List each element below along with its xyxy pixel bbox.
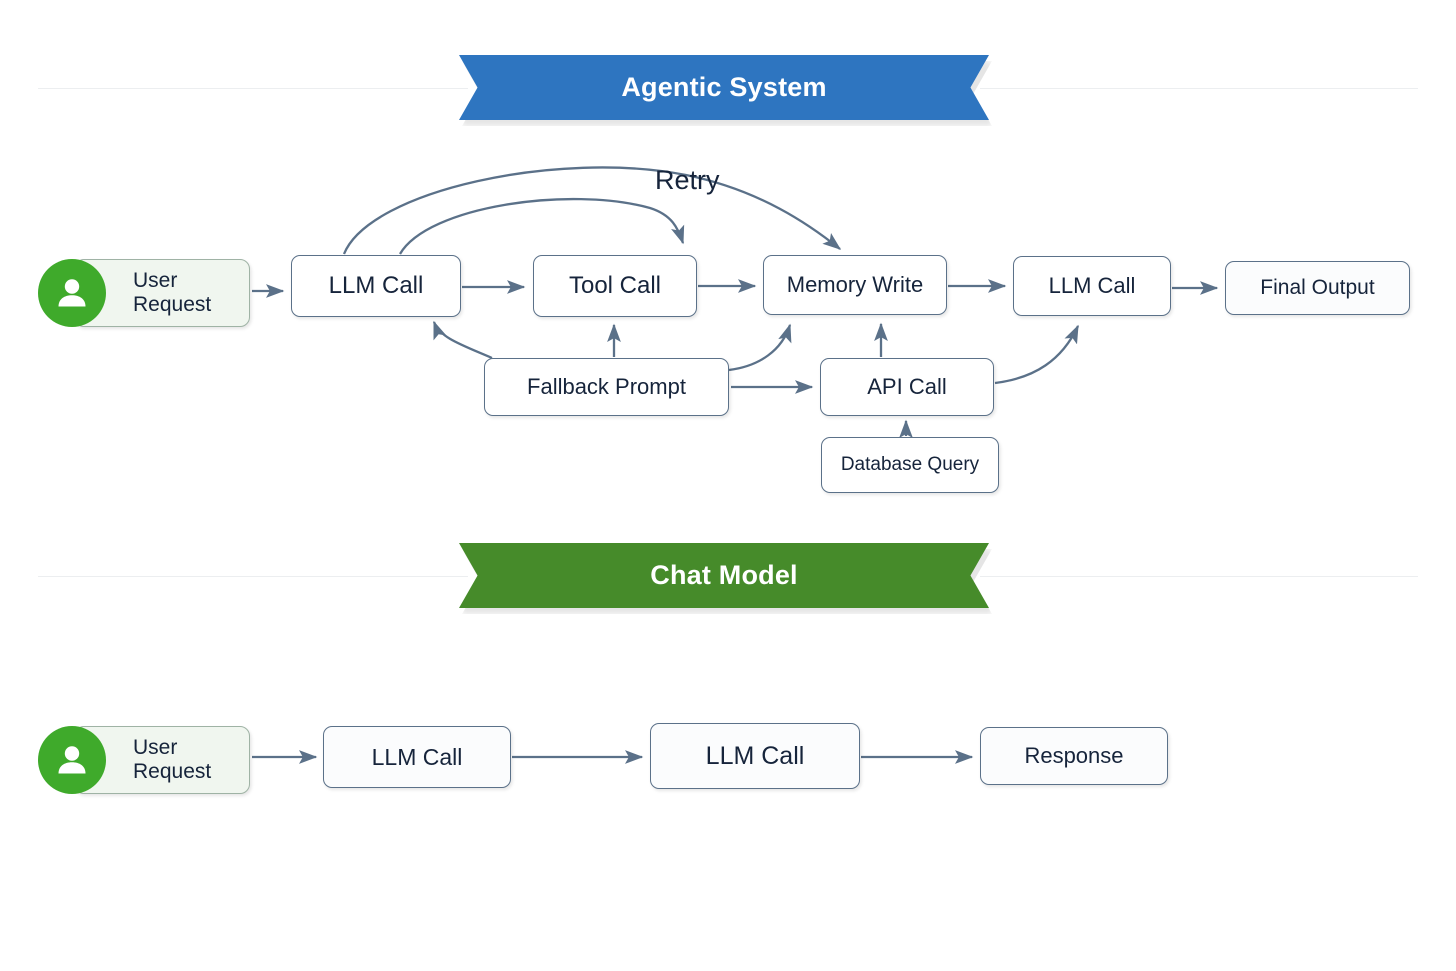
node-chat-llm-call-2[interactable]: LLM Call (650, 723, 860, 789)
node-tool-call[interactable]: Tool Call (533, 255, 697, 317)
node-chat-response-label: Response (1024, 743, 1124, 769)
node-chat-llm-call-1-label: LLM Call (371, 743, 463, 770)
divider-line-top-right (980, 88, 1418, 89)
edge-retry-llm-call-1-to-memory-write (342, 166, 842, 255)
edge-api-call-to-llm-call-2 (994, 324, 1080, 385)
node-llm-call-2-label: LLM Call (1048, 273, 1136, 299)
node-llm-call-1-label: LLM Call (328, 272, 424, 300)
user-request-line-2: Request (133, 760, 212, 783)
user-request-line-1: User (133, 736, 178, 760)
node-chat-llm-call-1[interactable]: LLM Call (323, 726, 511, 788)
user-request-label-box: User Request (74, 259, 250, 327)
chat-model-banner-label: Chat Model (650, 560, 798, 590)
node-memory-write-label: Memory Write (786, 272, 924, 298)
node-tool-call-label: Tool Call (568, 272, 662, 300)
edge-label-retry: Retry (655, 165, 720, 195)
user-request-node-chat[interactable]: User Request (38, 726, 250, 794)
divider-line-mid-left (38, 576, 468, 577)
edge-fallback-to-memory-write (728, 323, 792, 372)
node-llm-call-1[interactable]: LLM Call (291, 255, 461, 317)
divider-line-top-left (38, 88, 468, 89)
user-request-line-1: User (133, 269, 178, 293)
node-fallback-prompt-label: Fallback Prompt (527, 374, 686, 400)
user-request-node-agentic[interactable]: User Request (38, 259, 250, 327)
node-chat-llm-call-2-label: LLM Call (705, 741, 805, 770)
edge-retry-llm-call-1-to-tool-call (399, 197, 685, 255)
node-database-query[interactable]: Database Query (821, 437, 999, 493)
node-llm-call-2[interactable]: LLM Call (1013, 256, 1171, 316)
agentic-system-banner-label: Agentic System (621, 72, 827, 102)
node-final-output[interactable]: Final Output (1225, 261, 1410, 315)
node-api-call-label: API Call (867, 374, 947, 400)
divider-line-mid-right (980, 576, 1418, 577)
user-icon (38, 726, 106, 794)
node-chat-response[interactable]: Response (980, 727, 1168, 785)
node-memory-write[interactable]: Memory Write (763, 255, 947, 315)
node-api-call[interactable]: API Call (820, 358, 994, 416)
node-database-query-label: Database Query (840, 454, 980, 476)
edge-fallback-to-llm-call-1 (432, 320, 493, 360)
node-final-output-label: Final Output (1260, 275, 1375, 299)
chat-model-banner: Chat Model (459, 543, 989, 608)
user-icon (38, 259, 106, 327)
user-request-line-2: Request (133, 293, 212, 316)
node-fallback-prompt[interactable]: Fallback Prompt (484, 358, 729, 416)
agentic-system-banner: Agentic System (459, 55, 989, 120)
